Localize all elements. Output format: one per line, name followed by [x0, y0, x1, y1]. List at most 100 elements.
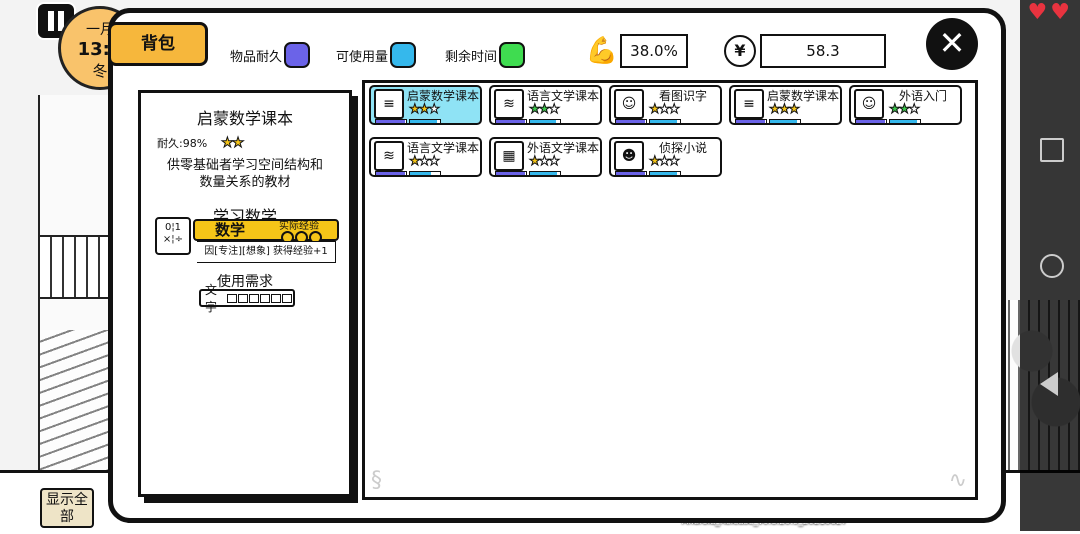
legend-swatch [499, 42, 526, 68]
item-status-bars [615, 119, 719, 125]
muscle-arm-icon: 💪 [585, 36, 619, 66]
requirement-title: 使用需求 [217, 274, 273, 290]
usage-bar [409, 119, 441, 124]
inventory-item[interactable]: ☺外语入门★★★ [849, 85, 962, 125]
picture-book-icon: ☺ [614, 89, 644, 119]
skill-header: 数学 实际经验 [193, 219, 339, 244]
background-stairs [40, 330, 110, 470]
skill-box: 0¦1×¦÷ 数学 实际经验 因[专注][想象] 获得经验+1 [155, 217, 341, 265]
money-value: 58.3 [760, 34, 886, 68]
item-durability-row: 耐久:98% ★★ [157, 135, 349, 152]
clock-season: 冬 [92, 62, 108, 80]
legend-usage: 可使用量 [336, 42, 417, 68]
item-name: 外语入门 [898, 89, 947, 103]
show-all-button[interactable]: 显示全部 [40, 488, 94, 528]
item-title: 启蒙数学课本 [196, 109, 293, 128]
durability-bar [375, 119, 407, 124]
rating-stars: ★★★ [649, 154, 681, 169]
durability-bar [615, 171, 647, 176]
star-icon: ★ [418, 154, 431, 169]
star-icon: ★ [668, 102, 681, 117]
stamina-value: 38.0% [620, 34, 688, 68]
star-icon: ★ [788, 102, 801, 117]
stamina-stat: 💪 38.0% [584, 33, 688, 69]
inventory-item[interactable]: ≡启蒙数学课本★★★ [729, 85, 842, 125]
star-icon: ★ [231, 135, 244, 152]
rating-stars: ★★ [221, 135, 245, 152]
star-icon: ★ [529, 154, 542, 169]
rating-stars: ★★★ [649, 102, 681, 117]
heart-icon: ♥ [1027, 0, 1048, 25]
legend-durability: 物品耐久 [230, 42, 311, 68]
item-status-bars [735, 119, 839, 125]
star-icon: ★ [428, 102, 441, 117]
inventory-item[interactable]: ▦外语文学课本★★★ [489, 137, 602, 177]
item-status-bars [615, 171, 719, 177]
requirement-badge: 文字 [199, 283, 295, 314]
book-icon: ▦ [494, 141, 524, 171]
usage-bar [649, 171, 681, 176]
star-icon: ★ [548, 102, 561, 117]
legend-swatch [284, 42, 311, 68]
item-name: 侦探小说 [658, 141, 707, 155]
home-button[interactable] [1040, 254, 1064, 278]
android-navigation-bar: ♥ ♥ [1020, 0, 1080, 531]
usage-bar [529, 171, 561, 176]
item-description: 供零基础者学习空间结构和 数量关系的教材 [151, 157, 339, 191]
novel-icon: ☻ [614, 141, 644, 171]
legend-swatch [390, 42, 417, 68]
star-icon: ★ [529, 102, 542, 117]
item-name: 语言文学课本 [526, 89, 599, 103]
item-name: 外语文学课本 [526, 141, 599, 155]
star-icon: ★ [649, 102, 662, 117]
usage-bar [409, 171, 441, 176]
rating-stars: ★★★ [529, 154, 561, 169]
durability-label: 耐久:98% [157, 137, 208, 150]
inventory-item[interactable]: ☻ 侦探小说★★★ [609, 137, 722, 177]
star-icon: ★ [548, 154, 561, 169]
star-icon: ★ [908, 102, 921, 117]
tab-backpack[interactable]: 背包 [108, 22, 208, 66]
recent-apps-button[interactable] [1040, 138, 1064, 162]
inventory-item[interactable]: ≋语言文学课本★★★ [489, 85, 602, 125]
rating-stars: ★★★ [769, 102, 801, 117]
rating-stars: ★★★ [409, 154, 441, 169]
durability-bar [495, 171, 527, 176]
star-icon: ★ [649, 154, 662, 169]
book-icon: ≋ [374, 141, 404, 171]
inventory-item[interactable]: ≡启蒙数学课本★★★ [369, 85, 482, 125]
legend-label: 可使用量 [336, 49, 389, 65]
description-line: 供零基础者学习空间结构和 [166, 158, 323, 173]
book-icon: ≡ [374, 89, 404, 119]
requirement-label: 文字 [205, 283, 218, 314]
clock-month: 一月 [86, 22, 114, 38]
item-status-bars [495, 119, 599, 125]
usage-bar [769, 119, 801, 124]
skill-name: 数学 [215, 221, 246, 239]
star-icon: ★ [409, 102, 422, 117]
star-icon: ★ [409, 154, 422, 169]
item-name: 语言文学课本 [406, 141, 479, 155]
star-icon: ★ [778, 102, 791, 117]
star-icon: ★ [658, 154, 671, 169]
close-button[interactable]: ✕ [926, 18, 978, 70]
star-icon: ★ [428, 154, 441, 169]
durability-bar [855, 119, 887, 124]
item-status-bars [375, 171, 479, 177]
skill-effect: 因[专注][想象] 获得经验+1 [197, 241, 336, 263]
item-status-bars [375, 119, 479, 125]
rating-stars: ★★★ [409, 102, 441, 117]
durability-bar [375, 171, 407, 176]
yen-icon: ¥ [724, 35, 756, 67]
item-status-bars [495, 171, 599, 177]
exp-dots [281, 231, 322, 244]
inventory-item[interactable]: ☺看图识字★★★ [609, 85, 722, 125]
item-detail-card: 启蒙数学课本 耐久:98% ★★ 供零基础者学习空间结构和 数量关系的教材 学习… [138, 90, 352, 497]
star-icon: ★ [889, 102, 902, 117]
inventory-item[interactable]: ≋语言文学课本★★★ [369, 137, 482, 177]
money-stat: ¥ 58.3 [724, 33, 886, 69]
star-icon: ★ [418, 102, 431, 117]
legend-label: 剩余时间 [445, 49, 498, 65]
back-button[interactable] [1040, 372, 1058, 396]
legend-label: 物品耐久 [230, 49, 283, 65]
